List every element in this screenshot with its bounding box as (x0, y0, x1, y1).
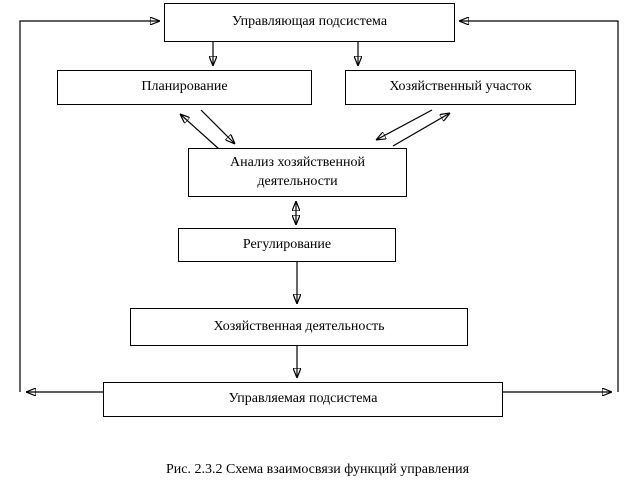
node-managed-subsystem: Управляемая подсистема (103, 382, 503, 417)
node-managing-subsystem: Управляющая подсистема (164, 3, 455, 42)
node-label: Регулирование (242, 236, 332, 252)
node-planning: Планирование (57, 70, 312, 105)
edge-planning-to-analysis (200, 109, 235, 144)
node-label: Управляющая подсистема (231, 14, 388, 30)
node-economic-section: Хозяйственный участок (345, 70, 576, 105)
node-analysis: Анализ хозяйственной деятельности (188, 148, 407, 197)
edge-analysis-to-economic-section (392, 113, 450, 147)
node-label: Анализ хозяйственной деятельности (230, 155, 365, 189)
node-economic-activity: Хозяйственная деятельность (130, 308, 468, 346)
figure-caption: Рис. 2.3.2 Схема взаимосвязи функций упр… (165, 462, 470, 477)
edge-left-feedback-to-managing (19, 21, 160, 392)
node-label: Управляемая подсистема (228, 391, 378, 407)
edge-economic-section-to-analysis (376, 109, 433, 140)
node-label: Хозяйственный участок (389, 79, 532, 95)
node-label: Планирование (141, 79, 228, 95)
node-label: Хозяйственная деятельность (213, 318, 385, 334)
node-regulation: Регулирование (178, 228, 396, 262)
edge-right-feedback-to-managing (459, 21, 619, 392)
edge-analysis-to-planning (180, 114, 220, 150)
